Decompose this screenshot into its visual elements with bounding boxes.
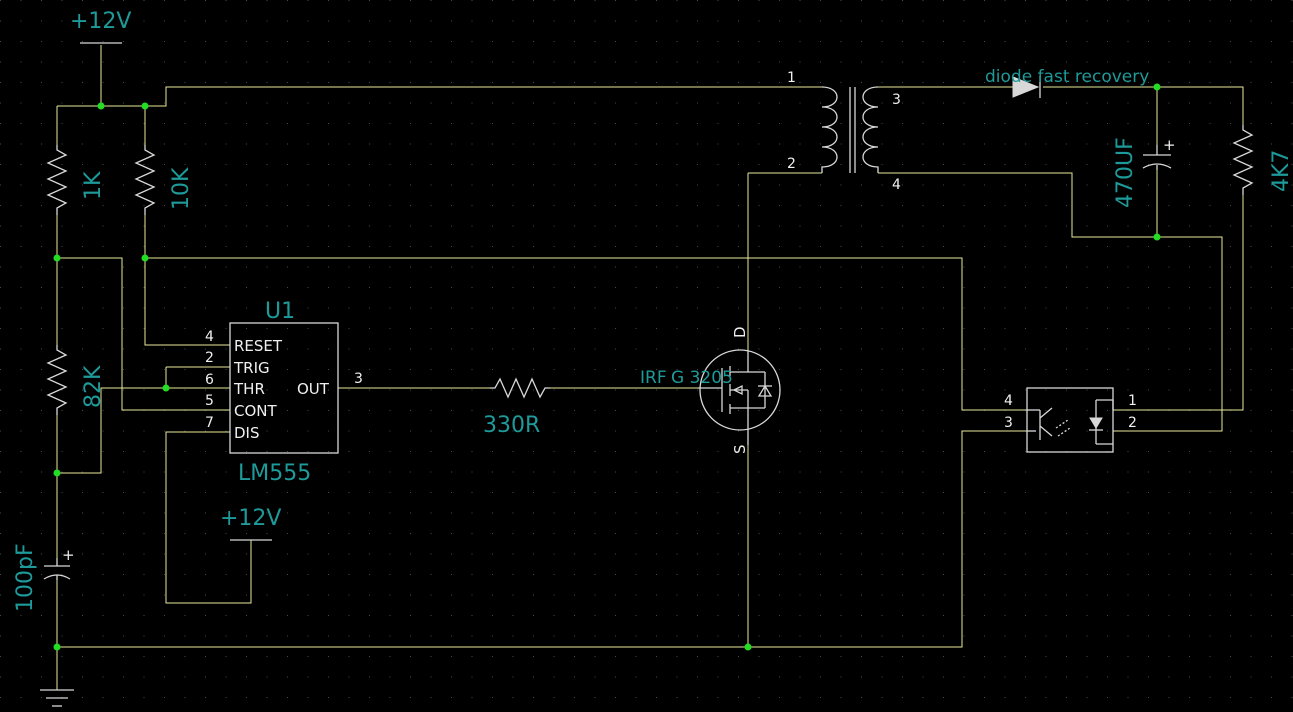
transformer-pin: 1	[787, 70, 796, 86]
timer-pin-name: THR	[233, 380, 265, 398]
resistor-82k[interactable]: 82K	[46, 345, 106, 415]
timer-pin-name: TRIG	[233, 359, 270, 377]
junction-dot	[162, 384, 170, 392]
junction-dot	[53, 643, 61, 651]
mosfet-part-b: G 3205	[671, 368, 733, 388]
diode[interactable]: diode fast recovery	[985, 67, 1149, 98]
junction-dot	[1153, 233, 1161, 241]
junction-dot	[744, 643, 752, 651]
capacitor-100pf[interactable]: + 100pF	[13, 543, 75, 612]
junction-dot	[97, 102, 105, 110]
transformer[interactable]: 1 2 3 4	[787, 70, 901, 193]
optocoupler[interactable]: 4 3 1 2	[1004, 387, 1137, 453]
junction-dot	[141, 102, 149, 110]
resistor-82k-label: 82K	[81, 365, 106, 408]
opto-pin: 3	[1004, 415, 1013, 431]
junction-dot	[53, 254, 61, 262]
resistor-4k7[interactable]: 4K7	[1232, 125, 1293, 195]
timer-pin-num: 6	[205, 372, 214, 388]
resistor-330r-label: 330R	[483, 413, 540, 438]
diode-label: diode fast recovery	[985, 67, 1149, 87]
resistor-330r[interactable]: 330R	[483, 377, 550, 438]
opto-pin: 4	[1004, 393, 1013, 409]
svg-text:+: +	[1163, 136, 1176, 154]
transformer-pin: 2	[787, 156, 796, 172]
mosfet-part-a: IRF	[640, 368, 667, 388]
ground-symbol[interactable]	[40, 689, 74, 707]
timer-pin-name: CONT	[234, 402, 278, 420]
timer-out-name: OUT	[297, 380, 330, 398]
resistor-10k-label: 10K	[169, 167, 194, 210]
junction-dot	[1153, 83, 1161, 91]
resistor-1k-label: 1K	[81, 171, 106, 200]
capacitor-100pf-label: 100pF	[13, 543, 38, 612]
resistor-10k[interactable]: 10K	[134, 145, 194, 215]
timer-part: LM555	[238, 461, 311, 486]
timer-pin-name: DIS	[234, 424, 260, 442]
timer-pin-name: RESET	[234, 337, 283, 355]
junctions	[53, 83, 1161, 651]
mosfet-source-label: S	[731, 444, 749, 454]
capacitor-470uf[interactable]: + 470UF	[1113, 136, 1176, 208]
power-symbol-bottom[interactable]: +12V	[220, 506, 281, 541]
junction-dot	[53, 469, 61, 477]
timer-pin-num: 7	[205, 415, 214, 431]
timer-pin-num: 4	[205, 329, 214, 345]
resistor-1k[interactable]: 1K	[46, 145, 106, 215]
power-label-top: +12V	[70, 9, 131, 34]
timer-out-num: 3	[354, 371, 363, 387]
capacitor-470uf-label: 470UF	[1113, 137, 1138, 208]
opto-pin: 2	[1128, 415, 1137, 431]
timer-pin-num: 5	[205, 393, 214, 409]
timer-ref: U1	[265, 299, 295, 324]
resistor-4k7-label: 4K7	[1269, 150, 1293, 192]
transformer-pin: 4	[892, 177, 901, 193]
timer-pin-num: 2	[205, 350, 214, 366]
svg-text:+: +	[62, 546, 75, 564]
junction-dot	[141, 254, 149, 262]
power-label-bottom: +12V	[220, 506, 281, 531]
timer-ic[interactable]: U1 LM555 4 2 6 5 7 RESET TRIG THR CONT D…	[205, 299, 363, 486]
power-symbol-top[interactable]: +12V	[70, 9, 131, 44]
mosfet-drain-label: D	[731, 326, 749, 338]
transformer-pin: 3	[892, 92, 901, 108]
mosfet[interactable]: D S IRF G 3205	[640, 326, 781, 454]
opto-pin: 1	[1128, 393, 1137, 409]
